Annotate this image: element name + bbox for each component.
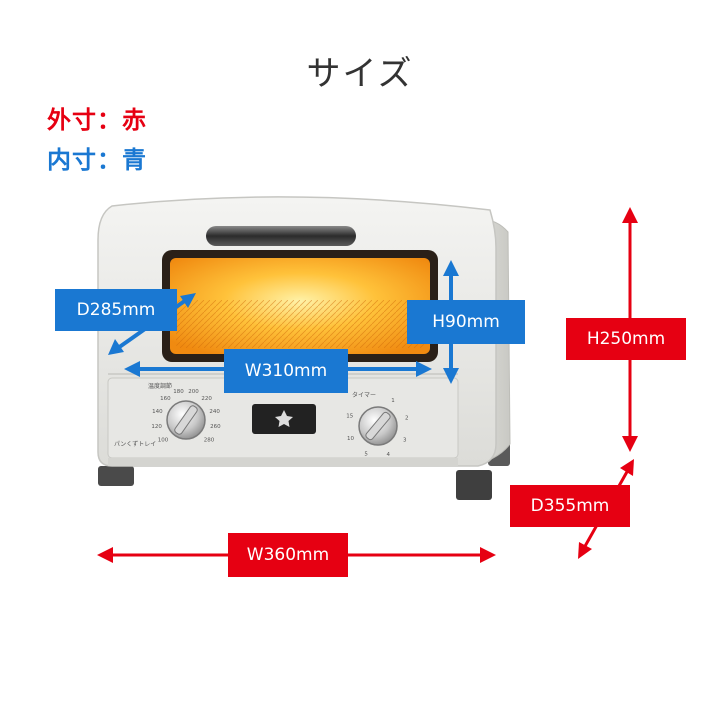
temperature-tick: 220 [201,396,212,402]
oven-rack-mesh [176,300,424,348]
inner-depth-label: D285mm [55,289,177,331]
temperature-tick: 100 [158,437,169,443]
temperature-tick: 140 [152,409,163,415]
timer-tick: 1 [391,398,395,404]
timer-dial [358,406,398,446]
outer-height-arrowhead-top [622,207,638,223]
inner-height-arrowhead-bottom [443,368,459,384]
temperature-tick: 180 [173,389,184,395]
timer-tick-labels: 1 2 3 4 5 10 15 [346,398,408,458]
timer-tick: 2 [405,415,409,421]
outer-depth-label: D355mm [510,485,630,527]
inner-width-arrowhead-left [124,361,140,377]
legend-outer: 外寸：赤 [47,106,147,134]
timer-tick: 5 [364,452,368,458]
oven-handle [206,226,356,246]
outer-height-label: H250mm [566,318,686,360]
temperature-tick: 200 [188,389,199,395]
temperature-tick: 160 [160,396,171,402]
outer-width-label: W360mm [228,533,348,577]
temperature-tick: 260 [210,424,221,430]
inner-height-label: H90mm [407,300,525,344]
crumb-tray [108,458,458,466]
crumb-tray-note: パンくずトレイ [114,440,156,448]
temperature-tick: 280 [204,437,215,443]
inner-depth-arrowhead-back [180,293,196,308]
temperature-label: 温度調節 [148,382,172,390]
brand-logo-icon [275,410,293,427]
outer-height-arrowhead-bottom [622,436,638,452]
timer-tick: 10 [347,436,354,442]
timer-tick: 3 [403,438,407,444]
legend-inner: 内寸：青 [47,146,147,174]
oven-foot-left [98,466,134,486]
temperature-tick: 120 [151,424,162,430]
temperature-tick: 240 [209,409,220,415]
timer-tick: 4 [387,452,391,458]
timer-tick: 15 [346,414,353,420]
inner-width-label: W310mm [224,349,348,393]
outer-depth-arrowhead-front [578,542,592,559]
temperature-dial [166,400,206,440]
oven-foot-right [456,470,492,500]
inner-depth-arrowhead-front [108,339,124,355]
timer-label: タイマー [352,391,376,399]
inner-width-arrowhead-right [416,361,432,377]
inner-height-arrowhead-top [443,260,459,276]
outer-width-arrowhead-left [97,547,113,563]
outer-width-arrowhead-right [480,547,496,563]
outer-depth-arrowhead-back [620,459,634,476]
page-title: サイズ [306,54,414,94]
